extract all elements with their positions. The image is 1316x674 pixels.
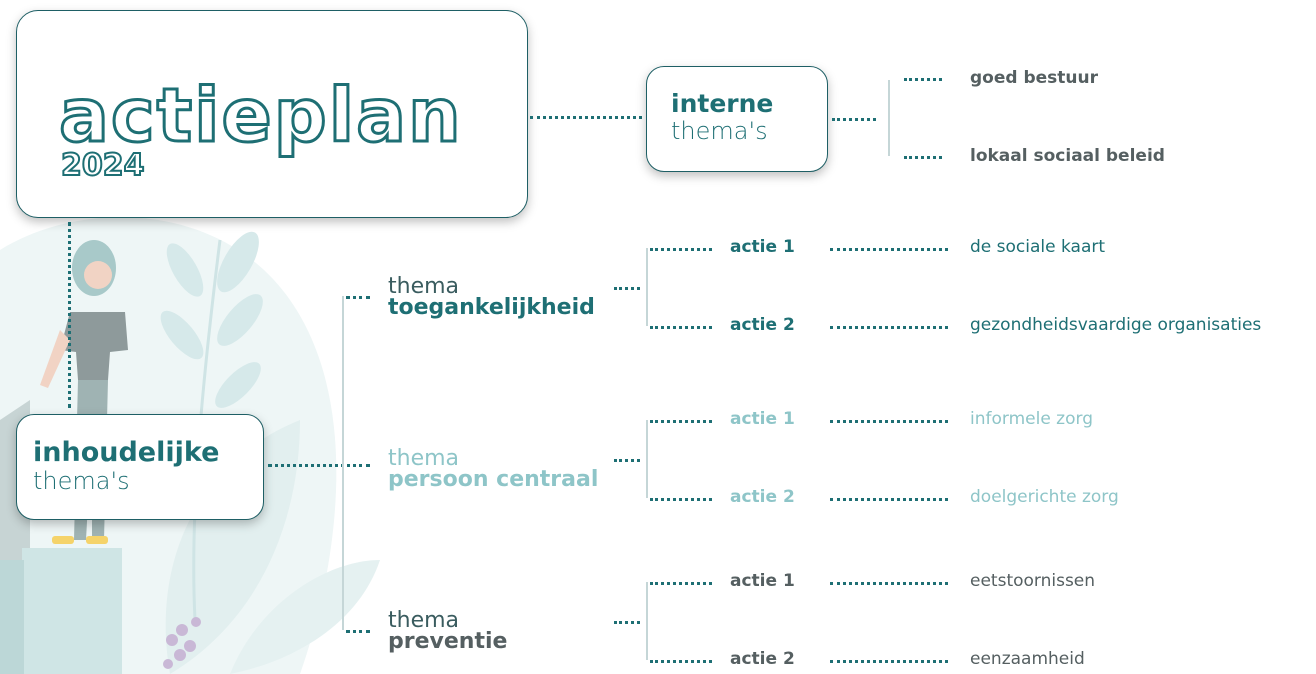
connector-theme-branch <box>614 459 640 462</box>
theme-persoon-centraal: thema persoon centraal <box>388 446 598 492</box>
connector-action <box>650 326 712 329</box>
interne-bracket <box>888 80 890 156</box>
interne-item-1: goed bestuur <box>970 68 1098 88</box>
leaf-shape <box>165 420 300 674</box>
action-topic: doelgerichte zorg <box>970 487 1119 507</box>
inhoudelijke-box: inhoudelijke thema's <box>16 414 264 520</box>
connector-topic <box>830 420 948 423</box>
theme-toegankelijkheid: thema toegankelijkheid <box>388 274 595 320</box>
interne-subtitle: thema's <box>671 117 768 145</box>
connector-action <box>650 420 712 423</box>
person-head <box>84 261 112 289</box>
action-bracket <box>646 420 648 498</box>
pedestal <box>0 560 24 674</box>
action-label: actie 2 <box>730 315 795 335</box>
connector-interne-1 <box>904 78 942 81</box>
plant-leaf <box>217 294 263 346</box>
connector-topic <box>830 248 948 251</box>
connector-title-inhoudelijke <box>68 222 71 408</box>
interne-title: interne <box>671 89 774 118</box>
action-topic: eetstoornissen <box>970 571 1096 591</box>
berry-branch <box>163 617 201 669</box>
action-topic: gezondheidsvaardige organisaties <box>970 315 1262 335</box>
person-arm <box>40 330 70 388</box>
theme-name: toegankelijkheid <box>388 295 595 320</box>
action-label: actie 1 <box>730 571 795 591</box>
theme-word: thema <box>388 274 460 299</box>
title-main: actieplan <box>59 73 463 159</box>
connector-inhoudelijke <box>268 464 370 467</box>
action-label: actie 1 <box>730 409 795 429</box>
pedestal <box>22 548 122 674</box>
connector-theme-3 <box>346 630 370 633</box>
connector-theme-branch <box>614 621 640 624</box>
connector-topic <box>830 660 948 663</box>
theme-word: thema <box>388 608 460 633</box>
connector-topic <box>830 582 948 585</box>
plant-leaf <box>215 362 261 408</box>
inhoudelijke-title: inhoudelijke <box>33 437 220 468</box>
theme-preventie: thema preventie <box>388 608 507 654</box>
action-topic: eenzaamheid <box>970 649 1085 669</box>
action-bracket <box>646 582 648 660</box>
person-shoe <box>52 536 74 544</box>
action-label: actie 2 <box>730 487 795 507</box>
plant-leaf <box>217 231 259 293</box>
connector-theme-1 <box>346 296 370 299</box>
connector-title-interne <box>530 116 642 119</box>
theme-name: persoon centraal <box>388 467 599 492</box>
connector-action <box>650 582 712 585</box>
title-year: 2024 <box>61 148 145 183</box>
connector-topic <box>830 326 948 329</box>
theme-word: thema <box>388 446 460 471</box>
connector-theme-branch <box>614 287 640 290</box>
action-label: actie 2 <box>730 649 795 669</box>
theme-name: preventie <box>388 629 508 654</box>
action-bracket <box>646 248 648 326</box>
connector-action <box>650 660 712 663</box>
connector-topic <box>830 498 948 501</box>
title-graphic: actieplan 2024 <box>58 72 463 185</box>
action-label: actie 1 <box>730 237 795 257</box>
inhoudelijke-subtitle: thema's <box>33 467 130 495</box>
interne-box: interne thema's <box>646 66 828 172</box>
action-topic: de sociale kaart <box>970 237 1106 257</box>
title-box: actieplan 2024 <box>16 10 528 218</box>
plant-leaf <box>160 310 204 360</box>
connector-interne-2 <box>904 156 942 159</box>
action-topic: informele zorg <box>970 409 1093 429</box>
theme-spine <box>342 296 344 630</box>
person-shirt <box>60 312 128 380</box>
person-shoe <box>86 536 108 544</box>
connector-action <box>650 498 712 501</box>
plant-leaf <box>166 243 204 297</box>
connector-interne <box>832 118 876 121</box>
interne-item-2: lokaal sociaal beleid <box>970 146 1165 166</box>
connector-action <box>650 248 712 251</box>
